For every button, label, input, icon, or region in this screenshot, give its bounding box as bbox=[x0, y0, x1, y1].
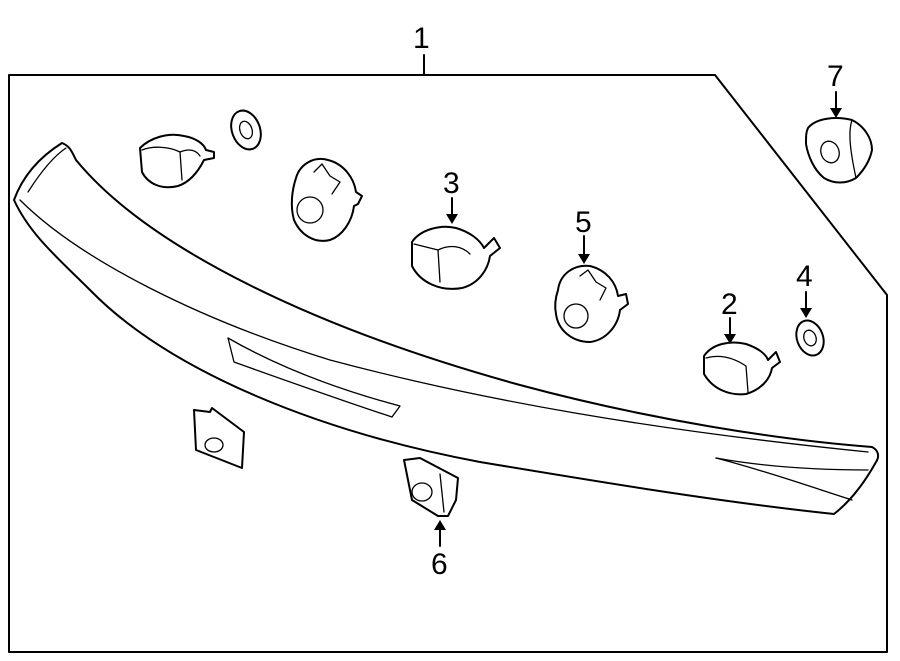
callout-2-arrowhead bbox=[724, 334, 736, 344]
nut-7 bbox=[805, 117, 873, 184]
callout-7-arrowhead bbox=[830, 108, 842, 118]
grommet-5 bbox=[554, 264, 629, 343]
washer-4 bbox=[795, 319, 825, 357]
callout-3-arrowhead bbox=[446, 214, 458, 224]
clip-left bbox=[139, 133, 215, 189]
callout-6-arrowhead bbox=[434, 520, 446, 530]
grommet-left bbox=[290, 158, 363, 242]
clip-2 bbox=[703, 341, 781, 396]
callout-6-label: 6 bbox=[431, 548, 448, 581]
assembly-frame bbox=[8, 74, 888, 653]
callout-4-label: 4 bbox=[796, 260, 813, 293]
callout-4-arrowhead bbox=[800, 308, 812, 318]
washer-left bbox=[230, 109, 262, 151]
callout-5-label: 5 bbox=[575, 206, 592, 239]
callout-3-label: 3 bbox=[443, 167, 460, 200]
callout-1-label: 1 bbox=[413, 22, 430, 55]
bracket-left bbox=[193, 407, 245, 469]
clip-3 bbox=[411, 225, 501, 290]
callout-7-label: 7 bbox=[827, 60, 844, 93]
bracket-6 bbox=[403, 457, 459, 517]
callout-5-arrowhead bbox=[578, 254, 590, 264]
spoiler bbox=[13, 142, 880, 515]
callout-2-label: 2 bbox=[721, 288, 738, 321]
